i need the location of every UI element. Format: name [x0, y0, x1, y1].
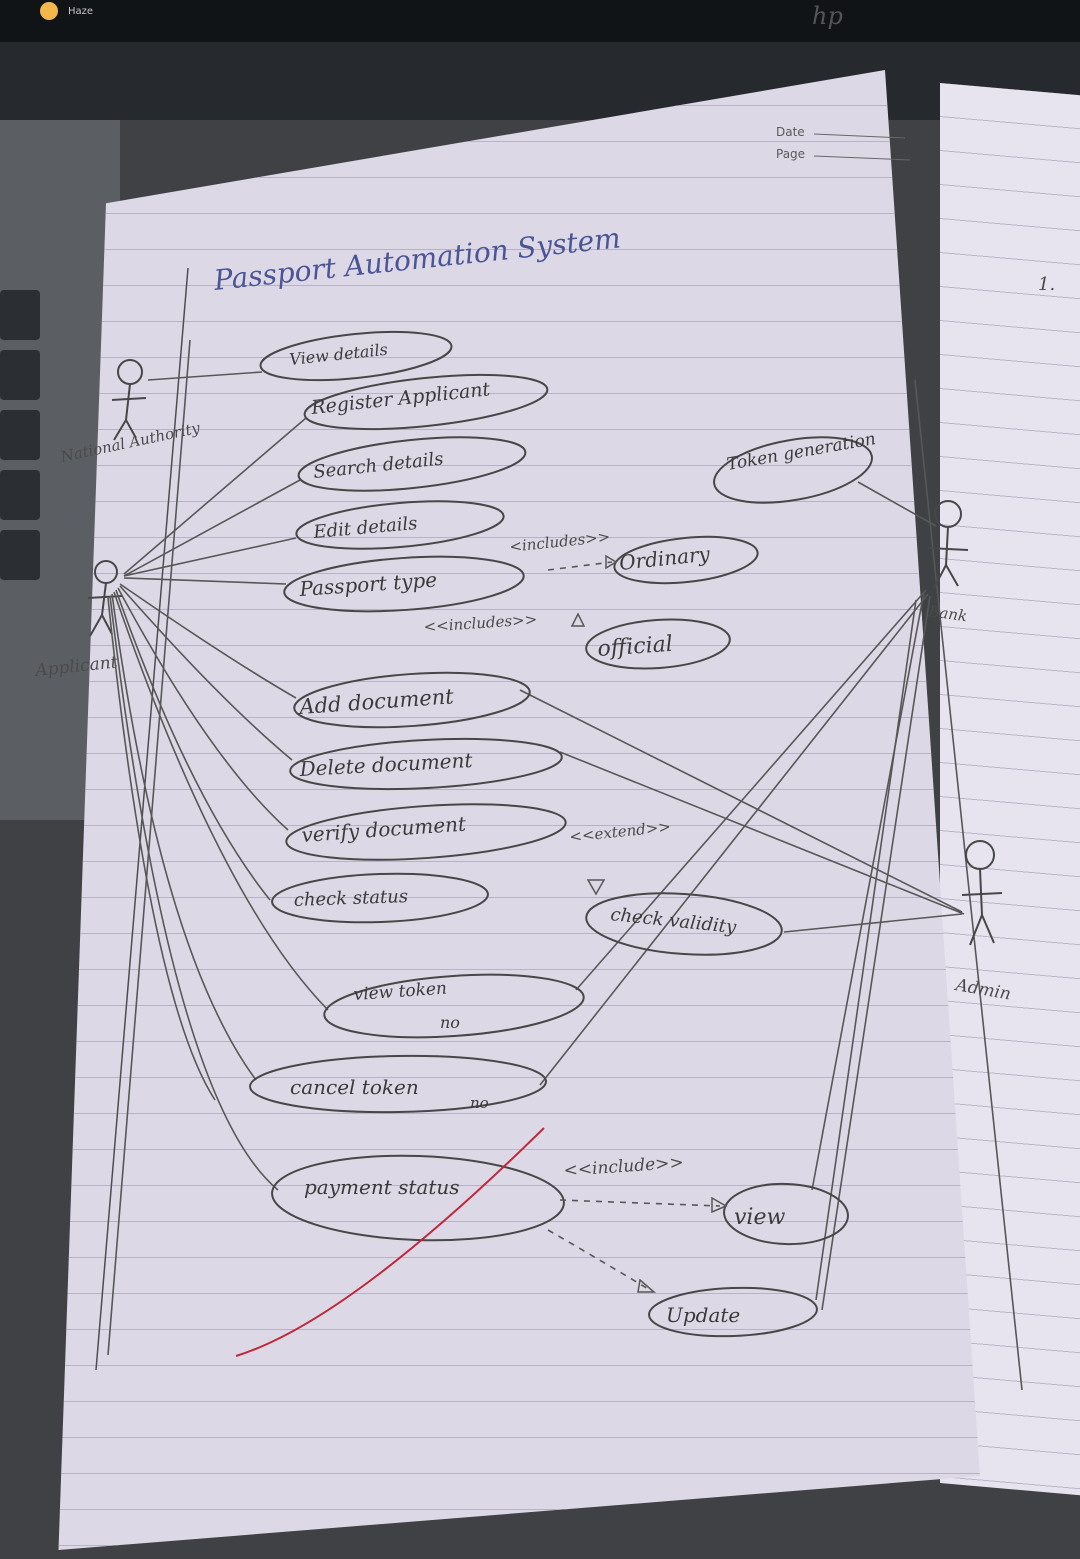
use-case-verify-document: verify document: [285, 803, 567, 861]
use-case-ordinary: Ordinary: [613, 535, 759, 585]
use-case-label-search-details: Search details: [312, 448, 444, 483]
use-case-view: view: [723, 1182, 849, 1246]
use-case-search-details: Search details: [297, 436, 527, 492]
include-view: <<include>>: [559, 1153, 728, 1214]
actor-bank: Bank: [926, 500, 968, 625]
use-case-payment-status: payment status: [271, 1154, 565, 1242]
laptop-logo: hp: [812, 2, 843, 30]
right-page-number: 1.: [1038, 274, 1055, 295]
use-case-label-view-token-no: no: [440, 1013, 460, 1032]
use-case-label-register-applicant: Register Applicant: [309, 378, 491, 419]
use-case-token-generation: Token generation: [713, 429, 877, 504]
actor-admin: Admin: [952, 840, 1012, 1005]
use-case-label-view-token: view token: [353, 979, 448, 1005]
use-case-label-update: Update: [666, 1303, 740, 1327]
diagram-title: Passport Automation System: [211, 221, 622, 297]
use-case-label-check-validity: check validity: [609, 904, 737, 938]
weather-text: Haze: [68, 6, 94, 17]
include-update: [547, 1229, 657, 1293]
use-case-official: official: [585, 618, 731, 670]
use-case-label-token-generation: Token generation: [725, 429, 877, 475]
use-case-label-cancel-token: cancel token: [290, 1075, 419, 1099]
use-case-cancel-token: cancel token no: [249, 1054, 547, 1114]
taskbar: [0, 0, 1080, 42]
associations: [107, 371, 965, 1311]
date-label: Date: [776, 125, 805, 139]
use-case-label-verify-document: verify document: [301, 811, 468, 847]
include-view-label: <<include>>: [563, 1153, 684, 1181]
use-case-label-edit-details: Edit details: [312, 513, 419, 543]
use-case-label-view-details: View details: [288, 340, 388, 369]
weather-icon: [40, 2, 58, 20]
use-case-delete-document: Delete document: [289, 737, 563, 791]
page-label: Page: [776, 147, 805, 161]
notebook-left-page: [58, 70, 980, 1550]
keyboard-key: [0, 470, 40, 520]
actor-label-admin: Admin: [952, 975, 1012, 1005]
red-correction-line: [235, 1127, 545, 1357]
page-line: [813, 155, 911, 161]
keyboard-key: [0, 530, 40, 580]
use-case-add-document: Add document: [293, 671, 531, 729]
use-case-label-cancel-token-no: no: [470, 1094, 489, 1112]
use-case-passport-type: Passport type: [283, 555, 525, 613]
extend-label: <<extend>>: [569, 817, 672, 846]
use-case-update: Update: [648, 1286, 818, 1338]
use-case-check-status: check status: [271, 872, 489, 924]
use-case-view-token: view token no: [323, 973, 585, 1039]
use-case-label-passport-type: Passport type: [298, 567, 438, 601]
use-case-edit-details: Edit details: [295, 500, 505, 550]
extend-check-validity: <<extend>>: [569, 817, 672, 896]
use-case-check-validity: check validity: [585, 892, 783, 956]
include-ordinary-label: <includes>>: [509, 527, 612, 555]
actor-applicant: Applicant: [32, 560, 123, 681]
laptop-screen: Haze hp: [0, 0, 1080, 120]
use-case-label-ordinary: Ordinary: [618, 542, 712, 575]
include-official-label: <<includes>>: [423, 610, 538, 636]
use-case-label-payment-status: payment status: [304, 1175, 460, 1199]
use-case-label-view: view: [734, 1205, 785, 1230]
actor-label-applicant: Applicant: [32, 652, 118, 681]
use-case-label-check-status: check status: [293, 886, 408, 911]
use-case-label-official: official: [597, 632, 674, 662]
include-ordinary: <includes>>: [509, 527, 618, 571]
use-case-register-applicant: Register Applicant: [303, 373, 549, 431]
actor-label-bank: Bank: [926, 602, 968, 625]
keyboard-key: [0, 290, 40, 340]
keyboard-key: [0, 350, 40, 400]
keyboard-key: [0, 410, 40, 460]
date-line: [813, 133, 906, 139]
include-official: <<includes>>: [423, 610, 586, 636]
